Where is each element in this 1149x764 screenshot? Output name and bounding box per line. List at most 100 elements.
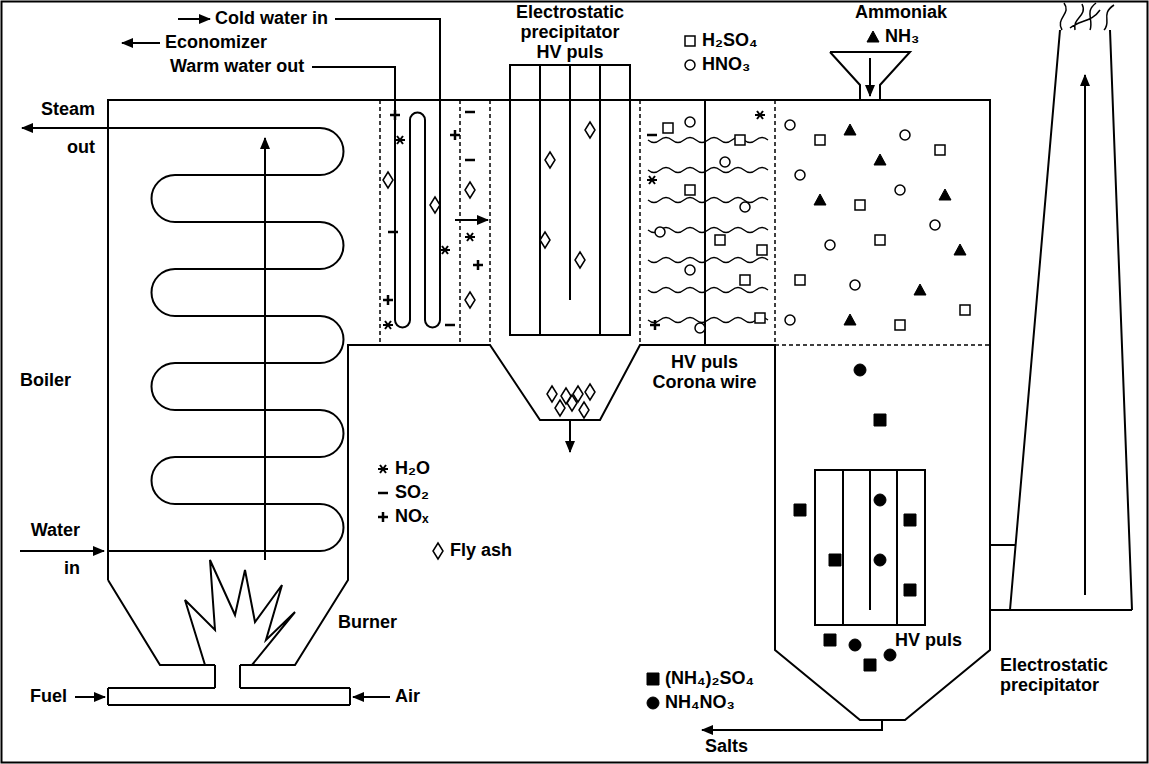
salt-symbol — [849, 639, 861, 651]
part-label: Warm water out — [170, 56, 304, 76]
acid-symbol — [685, 60, 695, 70]
acid-symbol — [895, 320, 905, 330]
ash-symbol — [430, 197, 440, 213]
water-symbol — [647, 176, 657, 184]
steam-arrow — [22, 127, 108, 129]
ash-symbol — [585, 122, 595, 138]
acid-symbol — [785, 315, 795, 325]
legend-text: NH₃ — [885, 26, 919, 46]
acid-symbol — [930, 220, 940, 230]
acid-symbol — [757, 245, 767, 255]
flame — [185, 560, 295, 665]
legend-text: SO₂ — [395, 482, 429, 502]
acid-symbol — [685, 36, 695, 46]
ammonia-symbol — [867, 31, 879, 42]
so2-symbol — [465, 111, 475, 114]
corona-wire — [648, 318, 768, 323]
ash-symbol — [579, 402, 589, 418]
part-label: Air — [395, 686, 420, 706]
corona-wire — [704, 100, 706, 345]
salt-symbol — [824, 634, 836, 646]
part-label: Burner — [338, 612, 397, 632]
water-arrow — [20, 550, 104, 552]
acid-symbol — [755, 313, 765, 323]
apparatus-section: HV pulsElectrostatic precipitator — [815, 470, 925, 625]
boiler-tube — [108, 128, 343, 551]
corona-wire — [648, 198, 768, 203]
illustration-line — [20, 3, 1132, 730]
ash-arrow — [569, 420, 571, 452]
salt-symbol — [864, 659, 876, 671]
part-label: Economizer — [165, 32, 267, 52]
acid-symbol — [685, 117, 695, 127]
stack — [990, 30, 1132, 610]
boiler-duct-wall — [108, 100, 990, 720]
gas-flow-arrow — [264, 138, 266, 560]
part-label: HV puls Corona wire — [647, 352, 762, 392]
legend-text: NOₓ — [395, 506, 429, 526]
smoke — [1060, 3, 1114, 30]
air-arrow — [353, 696, 390, 698]
stack-flow-arrow — [1084, 75, 1086, 595]
acid-symbol — [795, 170, 805, 180]
corona-wire — [648, 258, 768, 263]
water-symbol — [465, 233, 475, 241]
legend-text: NH₄NO₃ — [665, 692, 735, 712]
water-symbol — [395, 136, 405, 144]
corona-wire — [648, 288, 768, 293]
acid-symbol — [785, 120, 795, 130]
legend-text: Fly ash — [450, 540, 512, 560]
section-label: HV puls — [895, 630, 962, 650]
water-symbol — [383, 321, 393, 329]
ash-symbol — [555, 400, 565, 416]
nox-symbol — [383, 295, 393, 305]
salt-symbol — [904, 584, 916, 596]
ammonia-symbol — [954, 244, 966, 255]
illustration-line — [108, 31, 970, 709]
acid-symbol — [735, 135, 745, 145]
section-label: Boiler — [20, 370, 71, 390]
ash-symbol — [465, 182, 475, 198]
corona-wire — [648, 228, 768, 233]
ash-symbol — [540, 232, 550, 248]
so2-symbol — [445, 324, 455, 327]
part-label: Fuel — [30, 686, 67, 706]
part-label: Cold water in — [215, 8, 328, 28]
nox-symbol — [473, 260, 483, 270]
acid-symbol — [960, 305, 970, 315]
salt-symbol — [904, 514, 916, 526]
ammonia-symbol — [914, 284, 926, 295]
ash-symbol — [547, 386, 557, 402]
nox-symbol — [650, 320, 660, 330]
ammonia-arrow — [869, 58, 871, 96]
water-symbol — [755, 111, 765, 119]
salt-symbol — [794, 504, 806, 516]
salt-symbol — [854, 364, 866, 376]
salt-symbol — [874, 494, 886, 506]
acid-symbol — [850, 280, 860, 290]
acid-symbol — [740, 275, 750, 285]
acid-symbol — [895, 185, 905, 195]
ammonia-symbol — [844, 124, 856, 135]
apparatus-section: Electrostatic precipitator HV puls — [510, 65, 630, 335]
cold-water-arrow — [178, 18, 210, 20]
acid-symbol — [695, 323, 705, 333]
corona-wire — [648, 138, 768, 143]
legend-text: H₂SO₄ — [702, 30, 758, 50]
acid-symbol — [685, 185, 695, 195]
acid-symbol — [720, 157, 730, 167]
acid-symbol — [825, 240, 835, 250]
salts-arrow — [702, 720, 882, 730]
ammonia-symbol — [874, 154, 886, 165]
so2-symbol — [647, 134, 657, 137]
part-label: Salts — [705, 736, 748, 756]
acid-symbol — [663, 123, 673, 133]
ash-symbol — [465, 292, 475, 308]
nox-symbol — [390, 110, 400, 120]
acid-symbol — [685, 265, 695, 275]
legend-text: HNO₃ — [702, 54, 750, 74]
acid-symbol — [875, 235, 885, 245]
water-symbol — [440, 246, 450, 254]
illustration-line — [380, 100, 990, 345]
